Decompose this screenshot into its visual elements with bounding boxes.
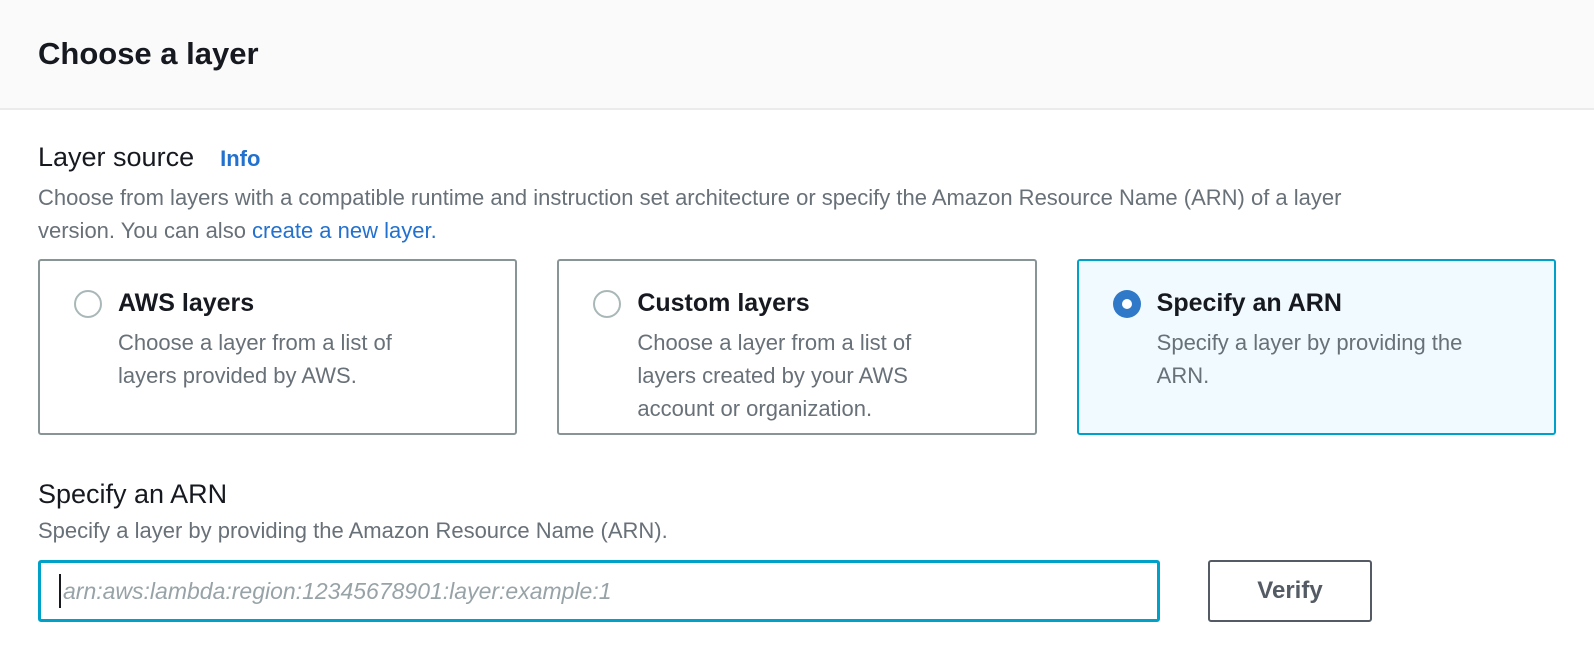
layer-source-description-text: Choose from layers with a compatible run… — [38, 185, 1342, 243]
arn-input[interactable] — [38, 560, 1160, 622]
layer-source-options: AWS layers Choose a layer from a list of… — [38, 259, 1556, 435]
panel-body: Layer source Info Choose from layers wit… — [0, 110, 1594, 622]
layer-source-description: Choose from layers with a compatible run… — [38, 181, 1556, 247]
specify-arn-description: Specify a layer by providing the Amazon … — [38, 518, 668, 543]
option-card-head: AWS layers — [74, 289, 485, 318]
verify-button[interactable]: Verify — [1208, 560, 1372, 622]
layer-source-label-row: Layer source Info — [38, 142, 1556, 173]
option-description: Choose a layer from a list of layers cre… — [637, 330, 912, 421]
radio-icon[interactable] — [74, 289, 102, 318]
option-title: AWS layers — [118, 289, 255, 317]
radio-icon[interactable] — [593, 289, 622, 318]
layer-source-label: Layer source — [38, 142, 195, 172]
option-card-custom-layers[interactable]: Custom layers Choose a layer from a list… — [557, 259, 1037, 435]
option-title: Custom layers — [637, 289, 810, 317]
panel-header: Choose a layer — [0, 0, 1594, 110]
radio-checked-icon[interactable] — [1112, 289, 1141, 318]
arn-input-wrap — [38, 560, 1160, 622]
page-title: Choose a layer — [38, 36, 259, 71]
option-card-specify-arn[interactable]: Specify an ARN Specify a layer by provid… — [1076, 259, 1556, 435]
specify-arn-section: Specify an ARN Specify a layer by provid… — [38, 479, 1556, 622]
arn-input-row: Verify — [38, 560, 1556, 622]
option-card-head: Custom layers — [593, 289, 1004, 318]
option-card-aws-layers[interactable]: AWS layers Choose a layer from a list of… — [38, 259, 518, 435]
specify-arn-label: Specify an ARN — [38, 479, 228, 509]
option-card-head: Specify an ARN — [1112, 289, 1524, 318]
option-title: Specify an ARN — [1156, 289, 1342, 317]
layer-source-section: Layer source Info Choose from layers wit… — [38, 142, 1556, 435]
option-description: Specify a layer by providing the ARN. — [1156, 330, 1463, 388]
option-description: Choose a layer from a list of layers pro… — [118, 330, 392, 388]
create-new-layer-link[interactable]: create a new layer. — [252, 218, 437, 243]
info-link[interactable]: Info — [220, 146, 261, 171]
